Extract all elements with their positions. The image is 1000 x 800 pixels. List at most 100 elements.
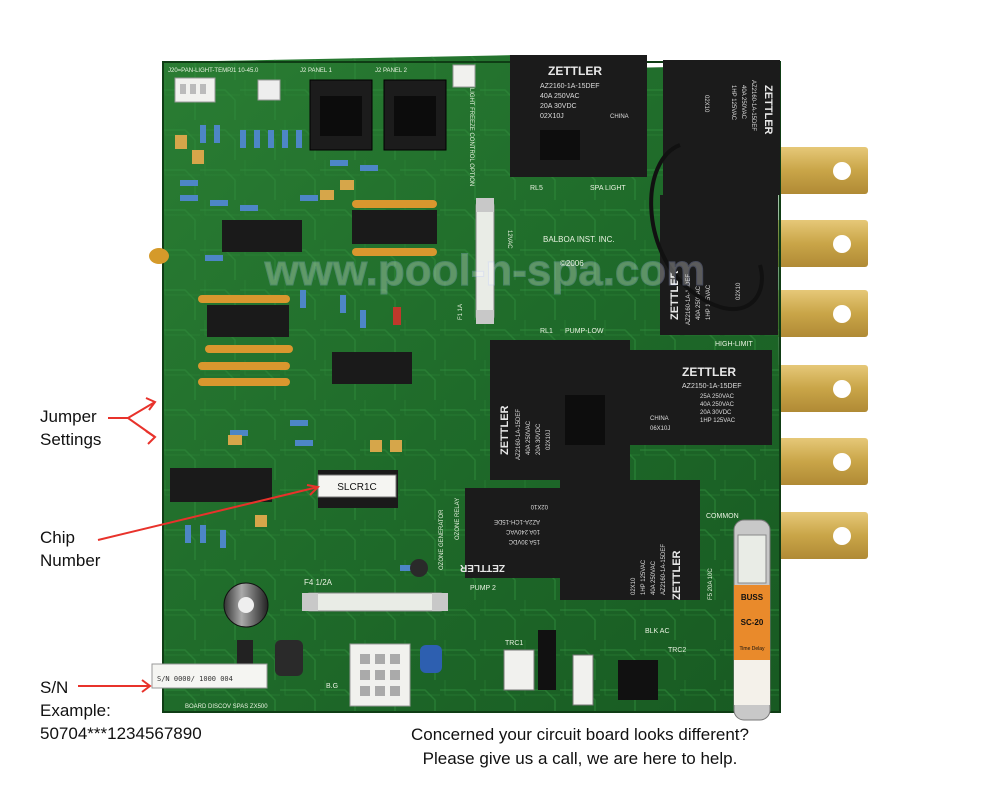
relay-pump2: ZETTLER AZ2160-1A-15DEF 40A 250VAC 1HP 1… (560, 480, 700, 600)
relay-1-code: 02X10J (540, 113, 564, 120)
silk-ozone-relay: OZONE RELAY (455, 498, 461, 540)
chip-label-line-2: Number (40, 551, 101, 570)
silk-spa-light: SPA LIGHT (590, 185, 626, 192)
relay-6-rating-1: 10A 240VAC (505, 528, 540, 534)
silk-top-label-2: J1 10-45.0 (230, 68, 259, 74)
fuse-model: SC-20 (741, 618, 764, 627)
sn-label-line-1: S/N (40, 678, 69, 697)
relay-1-rating-1: 40A 250VAC (540, 93, 580, 100)
chip-arrow (97, 484, 321, 541)
sn-board-name: BOARD DISCOV SPAS ZX500 (185, 704, 268, 710)
relay-7-model: AZ2160-1A-15DEF (661, 544, 667, 595)
silk-ozone-gen: OZONE GENERATOR (439, 509, 445, 570)
silk-year: ©2006 (560, 259, 584, 268)
relay-7-brand: ZETTLER (671, 550, 683, 600)
relay-1-brand: ZETTLER (548, 64, 602, 78)
silk-top-label-4: J2 PANEL 2 (375, 68, 408, 74)
relay-1-origin: CHINA (610, 114, 629, 120)
relay-4-code: 02X10J (546, 430, 552, 450)
relay-2-brand: ZETTLER (762, 85, 774, 135)
relay-2-code: 02X10 (703, 95, 709, 113)
chip-label-line-1: Chip (40, 528, 75, 547)
fuse-brand: BUSS (741, 593, 764, 602)
silk-f5: F5 20A 10C (708, 568, 714, 600)
help-message: Concerned your circuit board looks diffe… (360, 723, 800, 771)
silk-trc2: TRC2 (668, 647, 686, 654)
relay-rl5: ZETTLER AZ2160-1A-15DEF 40A 250VAC 20A 3… (510, 55, 647, 177)
relay-6-code: 02X10 (530, 503, 548, 509)
relay-2-model: AZ2160-1A-15DEF (750, 80, 756, 131)
serial-number-label: S/N Example: 50704***1234567890 (40, 676, 202, 745)
silk-f4: F4 1/2A (304, 578, 333, 587)
silk-top-label-3: J2 PANEL 1 (300, 68, 333, 74)
silk-f1: F1 1A (458, 304, 464, 320)
cartridge-fuse: BUSS SC-20 Time Delay (733, 519, 771, 721)
silk-common: COMMON (706, 513, 739, 520)
relay-5-brand: ZETTLER (682, 365, 736, 379)
relay-1-model: AZ2160-1A-15DEF (540, 83, 600, 90)
sn-label-line-2: Example: (40, 701, 111, 720)
bottom-components (223, 559, 658, 707)
silk-high-limit: HIGH-LIMIT (715, 341, 753, 348)
relay-ozone: ZETTLER AZ2A-1CH-15DE 10A 240VAC 15A 30V… (459, 488, 560, 578)
relay-5-model: AZ2150-1A-15DEF (682, 383, 742, 390)
chip-number-text: SLCR1C (337, 482, 376, 493)
orange-capacitors (198, 200, 437, 386)
spade-terminals (770, 147, 868, 559)
relay-3-code: 02X10 (736, 282, 742, 300)
relay-4-model: AZ2160-1A-15DEF (516, 409, 522, 460)
silk-pump2: PUMP 2 (470, 585, 496, 592)
fuse-type: Time Delay (739, 646, 765, 652)
relay-1-rating-2: 20A 30VDC (540, 103, 577, 110)
relay-2-rating-2: 1HP 125VAC (730, 85, 736, 121)
top-connectors (174, 64, 476, 151)
silk-rl5: RL5 (530, 185, 543, 192)
relay-3-brand: ZETTLER (669, 270, 681, 320)
relay-4-rating-2: 20A 30VDC (536, 423, 542, 455)
relay-6-model: AZ2A-1CH-15DE (494, 518, 540, 524)
jumper-label-line-1: Jumper (40, 407, 97, 426)
glass-fuses (302, 198, 495, 612)
silk-rl1: RL1 (540, 328, 553, 335)
jumper-settings-label: Jumper Settings (40, 405, 101, 451)
relay-4-rating-1: 40A 250VAC (526, 420, 532, 455)
relay-5-rating-3: 20A 30VDC (700, 410, 732, 416)
relay-5-origin: CHINA (650, 416, 669, 422)
relay-5-code: 06X10J (650, 426, 670, 432)
relay-rl1: ZETTLER AZ2160-1A-15DEF 40A 250VAC 20A 3… (490, 340, 630, 480)
relay-3-rating-1: 40A 250VAC (696, 285, 702, 320)
silk-blk-ac: BLK AC (645, 628, 670, 635)
chip-number-label: Chip Number (40, 526, 100, 572)
relay-4-brand: ZETTLER (499, 405, 511, 455)
relay-high-limit: ZETTLER AZ2150-1A-15DEF 25A 250VAC 40A 2… (630, 350, 772, 445)
relay-5-rating-2: 40A 250VAC (700, 402, 735, 408)
help-line-2: Please give us a call, we are here to he… (422, 749, 738, 768)
relay-5-rating-1: 25A 250VAC (700, 394, 735, 400)
silk-12vac: 12VAC (506, 230, 512, 249)
sn-board-code: B.G (326, 683, 338, 690)
jumper-label-line-2: Settings (40, 430, 102, 449)
silk-top-label-1: J20=PAN-LIGHT-TEMP (168, 68, 231, 74)
sn-arrow (78, 679, 152, 693)
relay-5-rating-4: 1HP 125VAC (700, 418, 736, 424)
relay-2-rating-1: 40A 250VAC (740, 85, 746, 120)
small-components (149, 125, 418, 571)
relay-wire (649, 143, 764, 312)
sn-sticker-text: S/N 0000/ 1000 004 (157, 675, 233, 683)
jumper-arrows (108, 397, 157, 445)
serial-sticker: S/N 0000/ 1000 004 BOARD DISCOV SPAS ZX5… (151, 663, 338, 710)
silk-top-label-5: SPA LIGHT FREEZE CONTROL OPTION (468, 75, 474, 186)
relay-3-model: AZ2160-1A-15DEF (686, 274, 692, 325)
silk-trc1: TRC1 (505, 640, 523, 647)
silk-maker: BALBOA INST. INC. (543, 235, 615, 244)
relay-7-rating-2: 1HP 125VAC (641, 559, 647, 595)
relay-6-brand: ZETTLER (459, 562, 505, 573)
silk-pump-low: PUMP-LOW (565, 328, 604, 335)
help-line-1: Concerned your circuit board looks diffe… (411, 725, 749, 744)
relay-top-right: ZETTLER AZ2160-1A-15DEF 40A 250VAC 1HP 1… (663, 60, 780, 195)
relay-middle-right: ZETTLER AZ2160-1A-15DEF 40A 250VAC 1HP 1… (660, 195, 778, 335)
relay-7-code: 02X10 (631, 577, 637, 595)
watermark-text: www.pool-n-spa.com (264, 246, 706, 295)
relay-7-rating-1: 40A 250VAC (651, 560, 657, 595)
